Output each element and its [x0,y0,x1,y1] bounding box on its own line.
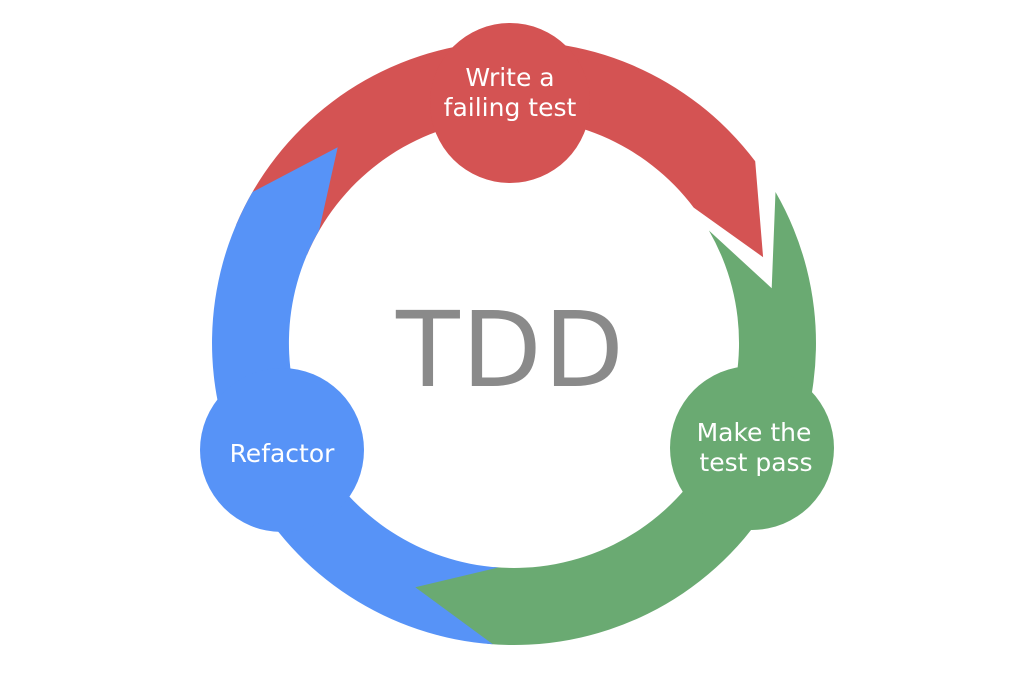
node-refactor [200,368,364,532]
label-write-line2: failing test [444,93,577,122]
node-make-test-pass [670,366,834,530]
label-pass-line2: test pass [699,448,812,477]
center-title: TDD [395,289,626,411]
label-refactor: Refactor [230,439,336,468]
label-pass-line1: Make the [697,418,812,447]
segment-make-test-pass [411,192,816,646]
node-write-failing-test [430,23,590,183]
segment-write-failing-test [236,41,764,258]
label-write-line1: Write a [465,63,554,92]
